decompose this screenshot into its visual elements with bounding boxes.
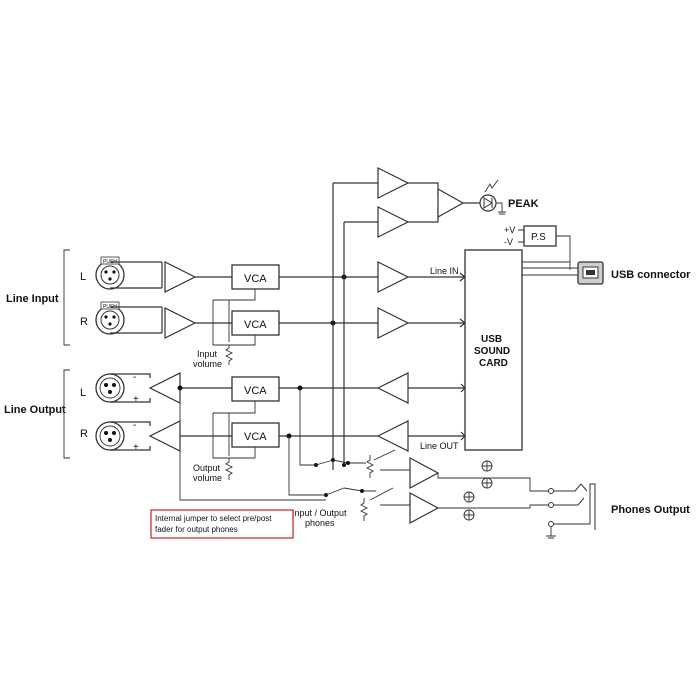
led-icon: [479, 179, 506, 215]
phones-gang-link: [369, 449, 396, 501]
usb-sound-card: [464, 249, 523, 451]
vca-output-l-label: VCA: [244, 385, 267, 397]
usb-card-label-2: SOUND: [474, 346, 510, 357]
line-in-wire: [408, 276, 465, 324]
xlr-female-icon: [95, 256, 125, 290]
input-l-wire: [110, 261, 163, 289]
line-input-label: Line Input: [6, 293, 59, 305]
vca-output-r: [231, 422, 280, 448]
output-l-label: L: [80, 387, 86, 399]
vca-output-l: [231, 376, 280, 402]
line-out-label: Line OUT: [420, 441, 459, 451]
vca-output-r-label: VCA: [244, 431, 267, 443]
plus-label-r: +: [133, 442, 139, 453]
peak-bus-wires: [333, 182, 378, 223]
plus-label-l: +: [133, 394, 139, 405]
output-connector-wire: [110, 373, 151, 451]
line-output-label: Line Output: [4, 404, 66, 416]
line-input-bracket: [63, 249, 70, 346]
phones-output-label: Phones Output: [611, 504, 690, 516]
input-l-label: L: [80, 271, 86, 283]
output-volume-label-1: Output: [193, 463, 221, 473]
potentiometer-icon: [224, 345, 234, 365]
usb-power-wire: [518, 229, 578, 276]
jumper-note-box: [150, 509, 294, 539]
pos-v-label: +V: [504, 225, 515, 235]
line-output-bracket: [63, 369, 70, 459]
phones-amp-output-wire: [437, 473, 548, 509]
xlr-male-icon: [95, 421, 125, 451]
line-in-arrows: [459, 272, 466, 328]
cap-cross-marks: [464, 461, 492, 520]
input-volume-label-2: volume: [193, 359, 222, 369]
output-r-label: R: [80, 428, 88, 440]
line-in-amp-r: [377, 307, 410, 339]
usb-connector-label: USB connector: [611, 269, 691, 281]
potentiometer-icon: [365, 455, 375, 478]
line-out-to-vca-wire: [279, 387, 378, 437]
usb-card-label-1: USB: [481, 334, 502, 345]
peak-amp-1: [377, 167, 410, 199]
bus-wires: [332, 183, 345, 470]
pot-wiper-wire: [360, 462, 376, 492]
jumper-note-line-2: fader for output phones: [155, 525, 238, 534]
peak-comparator: [437, 187, 465, 219]
peak-amp-2: [377, 206, 410, 238]
phones-selector-wire: [332, 459, 372, 492]
output-volume-wire: [212, 401, 256, 459]
input-volume-label-1: Input: [197, 349, 218, 359]
phones-amp-r: [409, 491, 440, 525]
line-out-wire: [408, 387, 465, 437]
input-r-wire: [110, 306, 163, 334]
usb-b-icon: [577, 261, 604, 285]
vca-out-wire: [279, 276, 378, 324]
potentiometer-icon: [359, 498, 369, 521]
jumper-wire: [179, 388, 326, 501]
io-phones-label-2: phones: [305, 518, 335, 528]
output-amp-r: [148, 420, 181, 452]
phone-jack-icon: [546, 483, 596, 539]
post-fader-taps: [288, 388, 326, 496]
jumper-note-line-1: Internal jumper to select pre/post: [155, 514, 272, 523]
output-volume-label-2: volume: [193, 473, 222, 483]
input-volume-wire: [212, 289, 256, 346]
line-out-amp-r: [376, 420, 409, 452]
io-phones-label-1: Input / Output: [292, 508, 347, 518]
power-supply-label: P.S: [531, 232, 546, 243]
vca-input-r: [231, 310, 280, 336]
peak-label: PEAK: [508, 198, 539, 210]
line-out-ticks: [460, 383, 466, 441]
vca-input-l-label: VCA: [244, 273, 267, 285]
input-r-label: R: [80, 316, 88, 328]
output-amp-l: [148, 372, 181, 404]
peak-sum-wire: [408, 182, 439, 223]
line-out-amp-l: [376, 372, 409, 404]
usb-card-label-3: CARD: [479, 358, 508, 369]
line-in-amp-l: [377, 261, 410, 293]
amp-to-vca-wire: [195, 276, 232, 324]
vca-input-r-label: VCA: [244, 319, 267, 331]
phones-amp-l: [409, 456, 440, 490]
potentiometer-icon: [224, 458, 234, 480]
vca-to-output-wire: [180, 387, 232, 437]
neg-v-label: -V: [504, 237, 513, 247]
minus-label-l: -: [133, 372, 136, 383]
minus-label-r: -: [133, 420, 136, 431]
line-in-label: Line IN: [430, 266, 459, 276]
input-amp-r: [164, 307, 197, 339]
xlr-male-icon: [95, 373, 125, 403]
phones-amp-input-wire: [380, 469, 410, 506]
xlr-female-icon: [95, 301, 125, 335]
jumper-switches: [315, 459, 345, 496]
vca-input-l: [231, 264, 280, 290]
input-amp-l: [164, 261, 197, 293]
